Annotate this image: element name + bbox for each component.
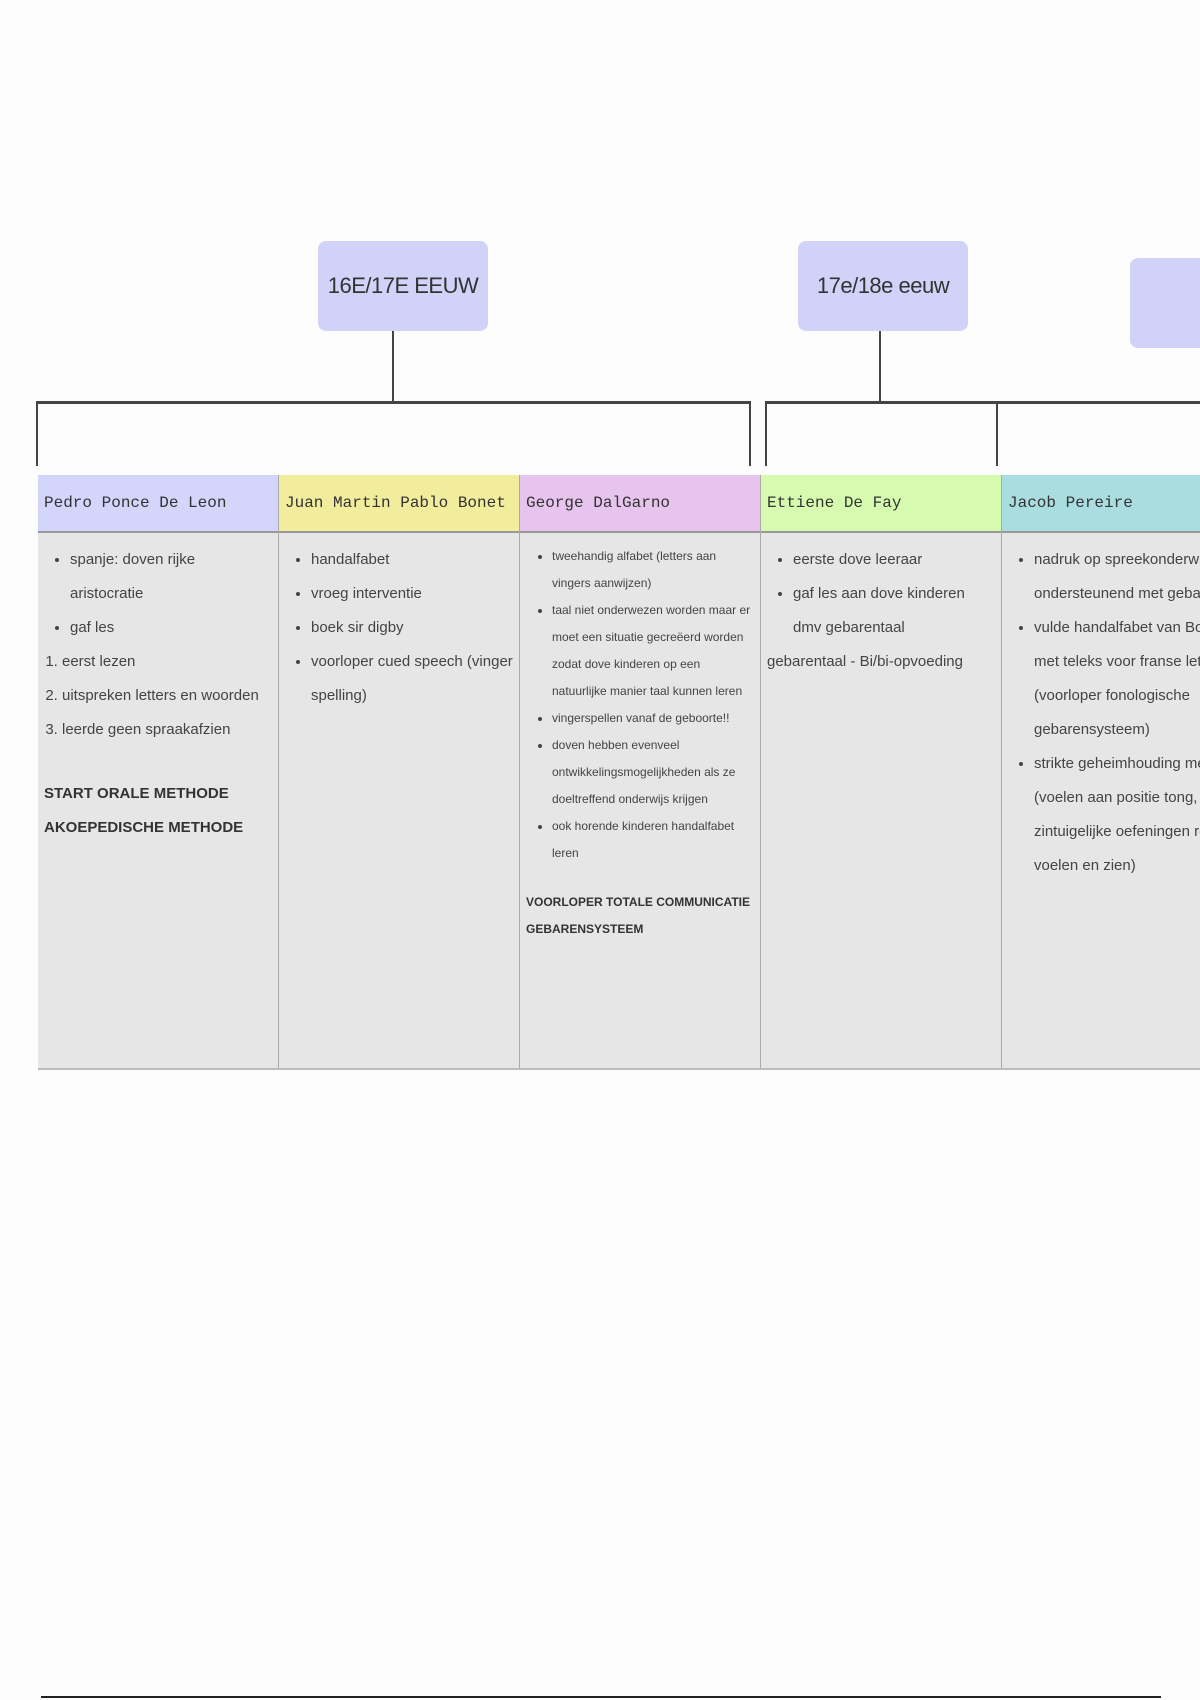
era-box-16e-17e: 16E/17E EEUW: [318, 241, 488, 331]
note: START ORALE METHODE: [44, 785, 229, 802]
list-item: doven hebben evenveel ontwikkelingsmogel…: [552, 732, 754, 813]
column-pedro-ponce: Pedro Ponce De Leon spanje: doven rijke …: [38, 475, 279, 1068]
connector-stem-1: [392, 331, 394, 403]
era-box-17e-18e: 17e/18e eeuw: [798, 241, 968, 331]
list-item: gaf les aan dove kinderen dmv gebarentaa…: [793, 577, 995, 645]
list-item: nadruk op spreekonderwijs ondersteunend …: [1034, 543, 1200, 611]
bracket-1: [36, 401, 750, 404]
column-de-fay: Ettiene De Fay eerste dove leeraar gaf l…: [761, 475, 1002, 1068]
list-item: voorloper cued speech (vinger spelling): [311, 645, 513, 713]
column-bonet: Juan Martin Pablo Bonet handalfabet vroe…: [279, 475, 520, 1068]
column-header: Pedro Ponce De Leon: [38, 475, 278, 533]
column-header: George DalGarno: [520, 475, 760, 533]
column-header: Ettiene De Fay: [761, 475, 1001, 533]
column-dalgarno: George DalGarno tweehandig alfabet (lett…: [520, 475, 761, 1068]
connector-stem-2: [879, 331, 881, 403]
note: AKOEPEDISCHE METHODE: [44, 819, 244, 836]
list-item: strikte geheimhouding methode (voelen aa…: [1034, 747, 1200, 883]
bracket-2: [765, 401, 1200, 404]
list-item: boek sir digby: [311, 611, 513, 645]
list-item: gaf les: [70, 611, 272, 645]
list-item: vroeg interventie: [311, 577, 513, 611]
list-item: taal niet onderwezen worden maar er moet…: [552, 597, 754, 705]
bracket-1-left: [36, 401, 38, 466]
column-header: Jacob Pereire: [1002, 475, 1200, 533]
column-header: Juan Martin Pablo Bonet: [279, 475, 519, 533]
note: gebarentaal - Bi/bi-opvoeding: [767, 653, 963, 670]
list-item: leerde geen spraakafzien: [62, 713, 272, 747]
list-item: uitspreken letters en woorden: [62, 679, 272, 713]
list-item: tweehandig alfabet (letters aan vingers …: [552, 543, 754, 597]
bottom-rule: [41, 1696, 1161, 1698]
list-item: eerste dove leeraar: [793, 543, 995, 577]
list-item: vulde handalfabet van Bonet met teleks v…: [1034, 611, 1200, 747]
bracket-2-left: [765, 401, 767, 466]
column-pereire: Jacob Pereire nadruk op spreekonderwijs …: [1002, 475, 1200, 1068]
era-box-next: [1130, 258, 1200, 348]
bracket-1-right: [749, 401, 751, 466]
note: VOORLOPER TOTALE COMMUNICATIE GEBARENSYS…: [526, 895, 750, 936]
timeline-table: Pedro Ponce De Leon spanje: doven rijke …: [38, 475, 1200, 1070]
list-item: handalfabet: [311, 543, 513, 577]
list-item: vingerspellen vanaf de geboorte!!: [552, 705, 754, 732]
list-item: spanje: doven rijke aristocratie: [70, 543, 272, 611]
bracket-2-tick: [996, 401, 998, 466]
list-item: ook horende kinderen handalfabet leren: [552, 813, 754, 867]
list-item: eerst lezen: [62, 645, 272, 679]
